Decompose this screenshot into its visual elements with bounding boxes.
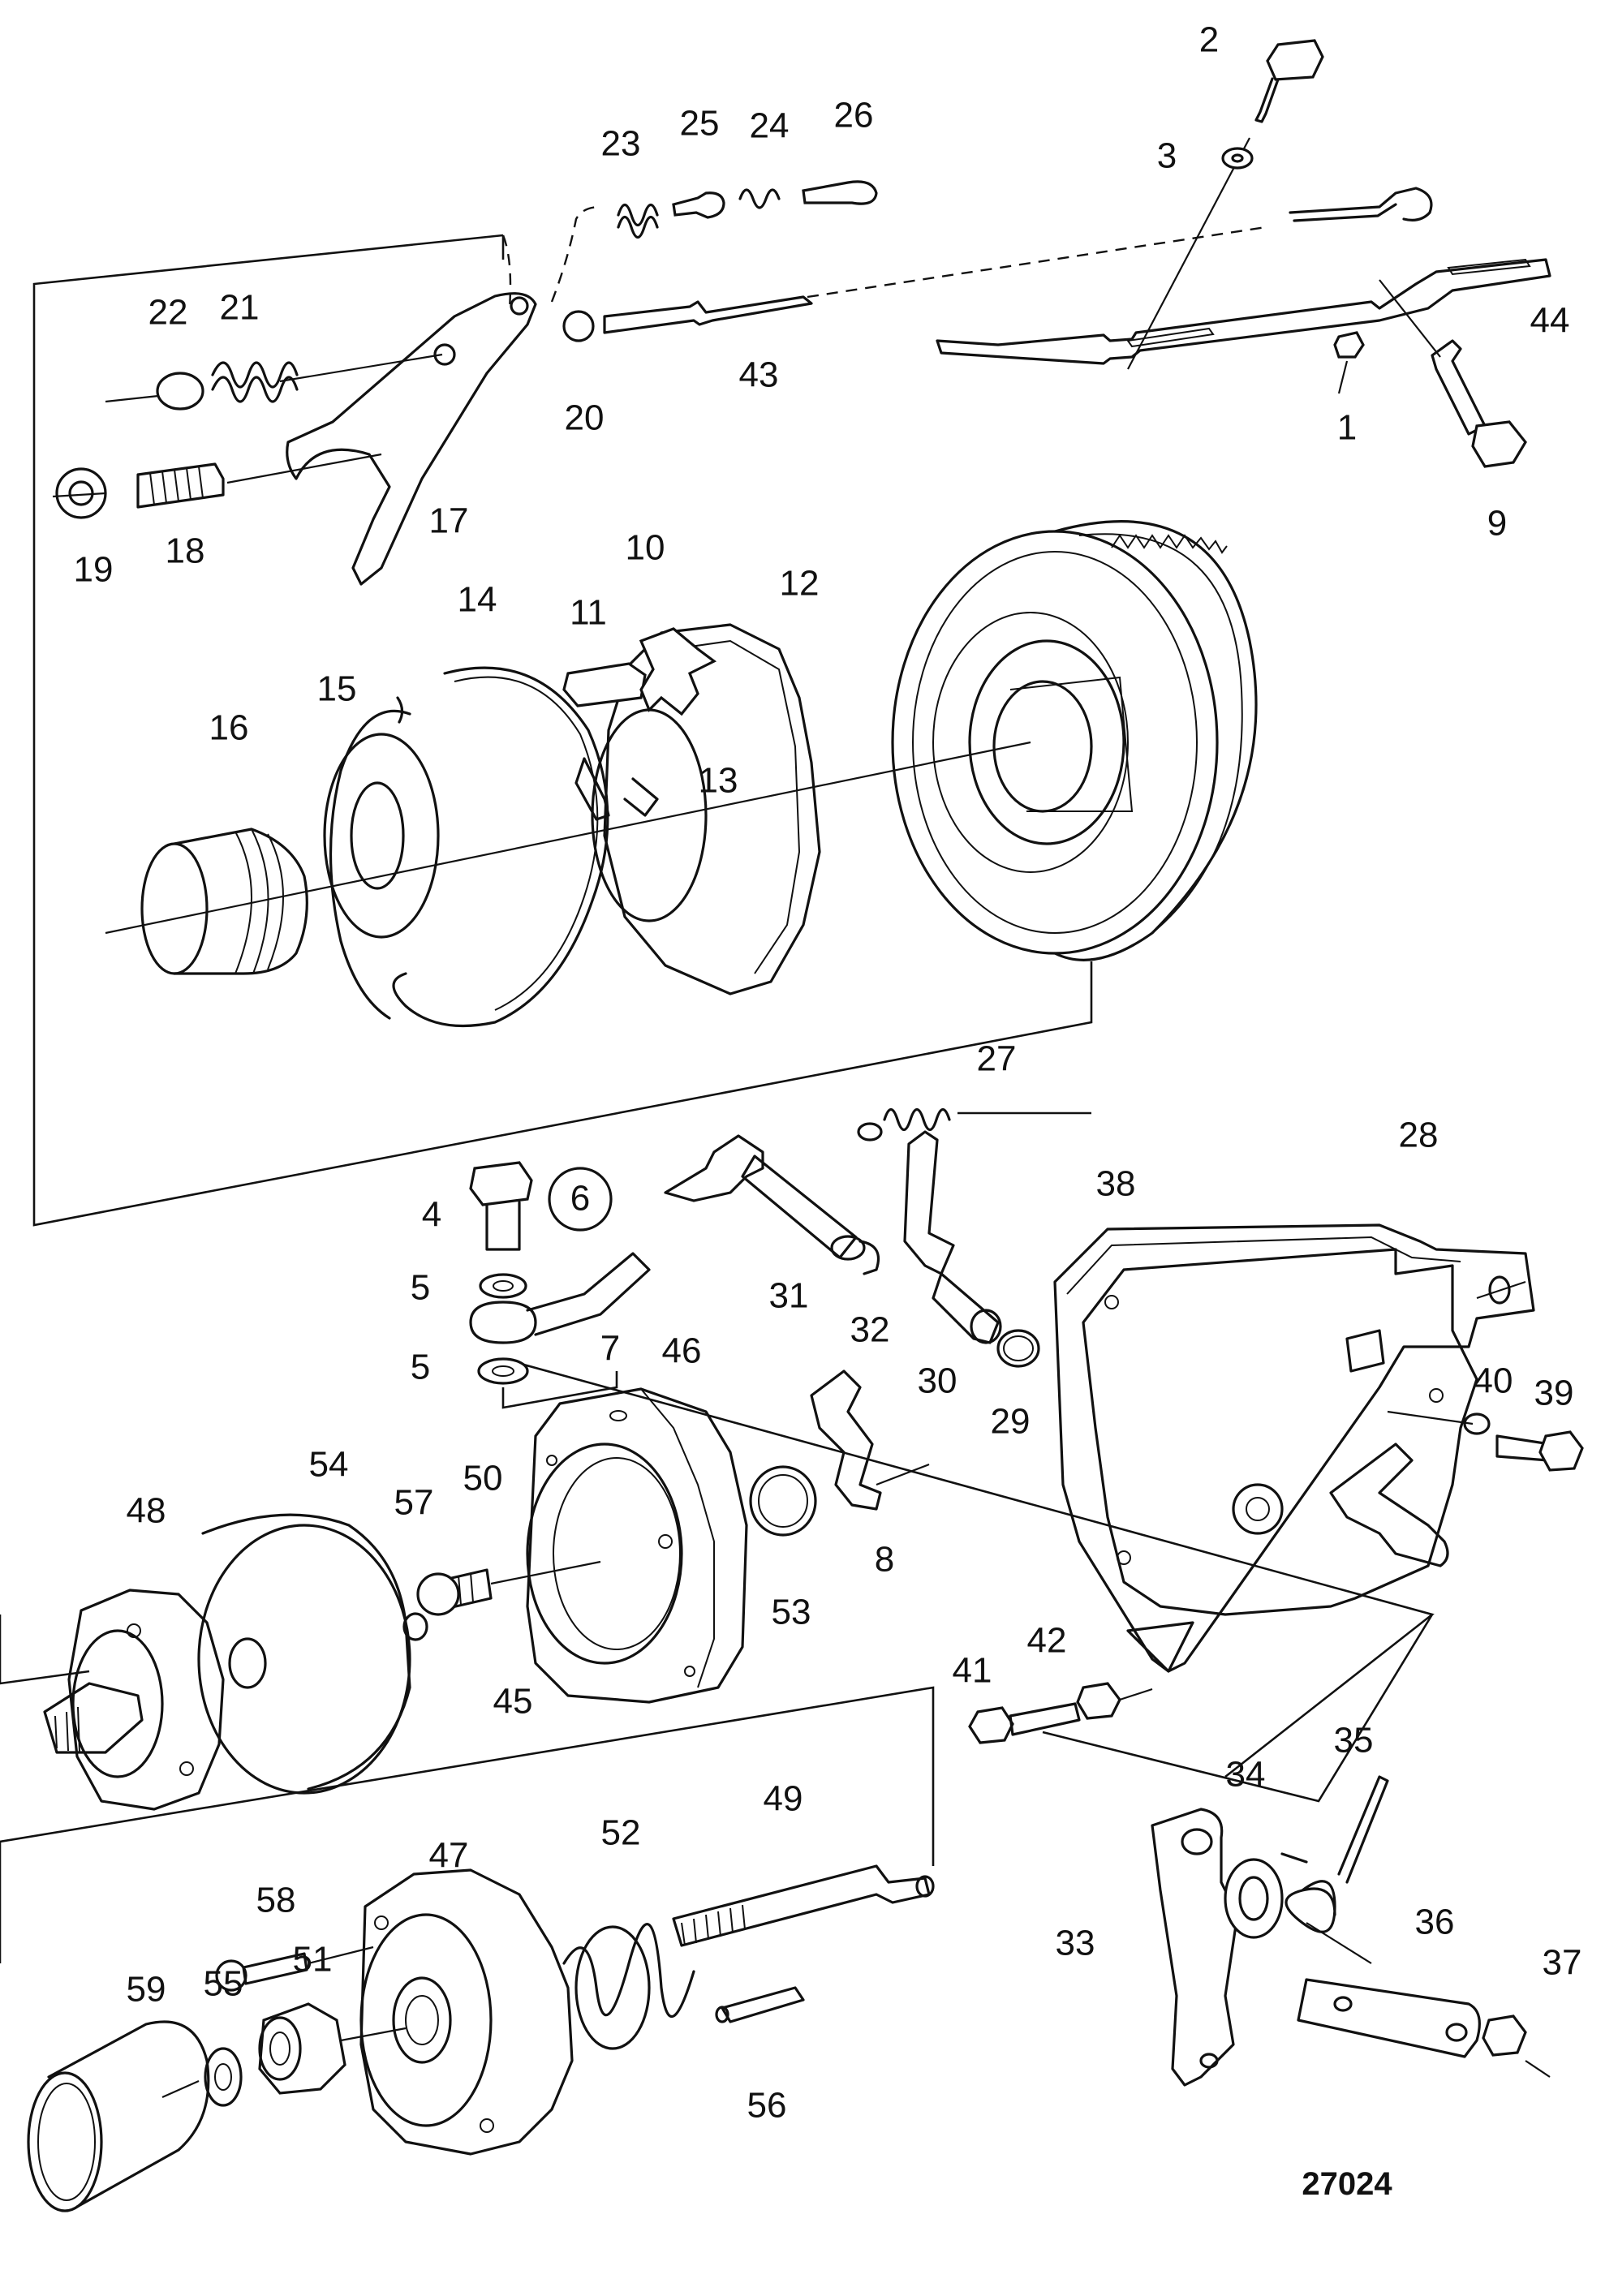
callout-40: 40 xyxy=(1474,1361,1513,1401)
callout-28: 28 xyxy=(1399,1116,1439,1155)
callout-44: 44 xyxy=(1530,301,1570,341)
callout-14: 14 xyxy=(458,580,497,620)
callout-31: 31 xyxy=(769,1276,809,1316)
callout-57: 57 xyxy=(394,1483,434,1523)
callout-20: 20 xyxy=(565,398,605,438)
callout-18: 18 xyxy=(166,531,205,571)
callout-45: 45 xyxy=(493,1682,533,1722)
callout-23: 23 xyxy=(601,124,641,164)
callout-21: 21 xyxy=(220,288,260,328)
callout-49: 49 xyxy=(764,1779,803,1819)
end-housing-parts xyxy=(27,1589,935,2212)
callout-4: 4 xyxy=(422,1195,441,1235)
pulley-flywheel xyxy=(891,520,1258,961)
callout-8: 8 xyxy=(875,1540,894,1580)
callout-17: 17 xyxy=(429,501,469,541)
callout-33: 33 xyxy=(1056,1924,1095,1963)
callout-51: 51 xyxy=(293,1940,333,1980)
shaft-levers xyxy=(548,1107,1091,1368)
callout-1: 1 xyxy=(1337,408,1357,448)
callout-26: 26 xyxy=(834,96,874,135)
callout-39: 39 xyxy=(1534,1374,1574,1413)
callout-19: 19 xyxy=(74,550,114,590)
callout-47: 47 xyxy=(429,1836,469,1876)
callout-labels: 1 2 3 4 5 5 7 8 9 10 11 12 13 14 15 16 1… xyxy=(74,20,1582,2126)
callout-25: 25 xyxy=(680,104,720,144)
callout-36: 36 xyxy=(1415,1903,1455,1942)
callout-15: 15 xyxy=(317,669,357,709)
callout-12: 12 xyxy=(780,564,820,604)
drawing-number: 27024 xyxy=(1302,2166,1392,2202)
callout-48: 48 xyxy=(127,1491,166,1531)
callout-22: 22 xyxy=(148,293,188,333)
control-rod-assembly xyxy=(936,39,1551,468)
callout-41: 41 xyxy=(953,1651,992,1691)
callout-16: 16 xyxy=(209,708,249,748)
callout-32: 32 xyxy=(850,1310,890,1350)
callout-37: 37 xyxy=(1543,1943,1582,1983)
banjo-fitting xyxy=(469,1161,651,1409)
callout-42: 42 xyxy=(1027,1621,1067,1661)
note-symbol-6: 6 xyxy=(570,1179,590,1219)
callout-56: 56 xyxy=(747,2086,787,2126)
callout-46: 46 xyxy=(662,1331,702,1371)
flyweight-assembly xyxy=(105,623,1031,1028)
callout-13: 13 xyxy=(699,761,738,801)
callout-35: 35 xyxy=(1334,1721,1374,1761)
callout-7: 7 xyxy=(600,1329,620,1369)
callout-55: 55 xyxy=(204,1964,243,2004)
callout-9: 9 xyxy=(1487,504,1507,544)
callout-10: 10 xyxy=(626,528,665,568)
callout-43: 43 xyxy=(739,355,779,395)
callout-24: 24 xyxy=(750,106,790,146)
callout-58: 58 xyxy=(256,1881,296,1920)
governor-housing xyxy=(197,1369,930,1795)
callout-3: 3 xyxy=(1157,136,1177,176)
callout-53: 53 xyxy=(772,1593,811,1632)
callout-34: 34 xyxy=(1226,1755,1266,1795)
callout-52: 52 xyxy=(601,1813,641,1853)
callout-5a: 5 xyxy=(411,1268,430,1308)
assembly-frame xyxy=(0,234,1435,1963)
callout-38: 38 xyxy=(1096,1164,1136,1204)
callout-27: 27 xyxy=(977,1039,1017,1079)
callout-2: 2 xyxy=(1199,20,1219,60)
callout-50: 50 xyxy=(463,1459,503,1498)
governor-lever-assembly xyxy=(52,180,1267,586)
callout-30: 30 xyxy=(918,1361,957,1401)
callout-59: 59 xyxy=(127,1970,166,2010)
callout-29: 29 xyxy=(991,1402,1031,1442)
callout-54: 54 xyxy=(309,1445,349,1485)
callout-5b: 5 xyxy=(411,1348,430,1387)
callout-11: 11 xyxy=(570,593,607,633)
cover-plates xyxy=(968,1223,1584,2087)
